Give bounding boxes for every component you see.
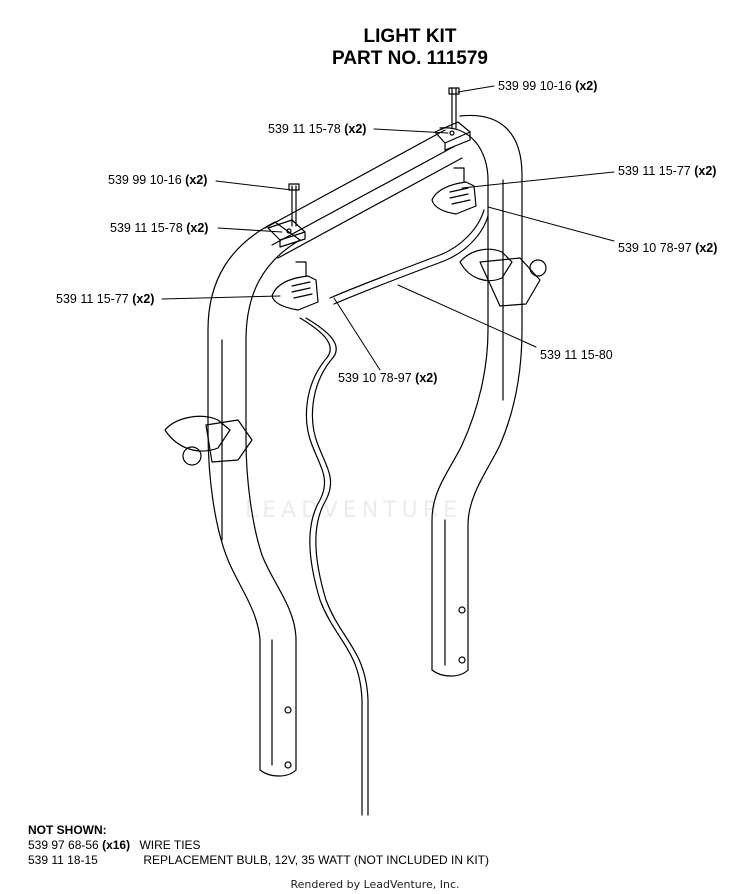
leader-lines — [161, 85, 615, 371]
upper-bracket — [434, 87, 471, 151]
callout-part-number: 539 11 15-78 — [110, 221, 183, 235]
callout-quantity: (x2) — [695, 241, 718, 255]
callout-quantity: (x2) — [575, 79, 598, 93]
callout-nut-right: 539 10 78-97 (x2) — [618, 241, 717, 255]
part-number-title: PART NO. 111579 — [332, 48, 488, 69]
callout-quantity: (x2) — [132, 292, 155, 306]
callout-bolt-upper: 539 99 10-16 (x2) — [498, 79, 597, 93]
callout-part-number: 539 99 10-16 — [498, 79, 572, 93]
part-number: 539 97 68-56 — [28, 838, 99, 852]
left-bracket — [267, 183, 306, 248]
callout-part-number: 539 11 15-77 — [618, 164, 691, 178]
right-lamp — [431, 167, 477, 215]
callout-part-number: 539 11 15-80 — [540, 348, 613, 362]
not-shown-part: 539 97 68-56 (x16) — [28, 838, 130, 853]
callout-bracket-left: 539 11 15-78 (x2) — [110, 221, 208, 235]
not-shown-item: 539 97 68-56 (x16) WIRE TIES — [28, 838, 489, 853]
callout-part-number: 539 99 10-16 — [108, 173, 182, 187]
callout-quantity: (x2) — [694, 164, 717, 178]
callout-part-number: 539 10 78-97 — [338, 371, 412, 385]
part-quantity: (x16) — [102, 838, 131, 852]
right-handle-tube — [431, 114, 523, 677]
part-number: 539 11 18-15 — [28, 853, 98, 867]
callout-part-number: 539 10 78-97 — [618, 241, 692, 255]
render-footer: Rendered by LeadVenture, Inc. — [290, 878, 460, 891]
callout-quantity: (x2) — [185, 173, 208, 187]
left-handle-tube — [207, 221, 301, 777]
callout-nut-left: 539 10 78-97 (x2) — [338, 371, 437, 385]
not-shown-heading: NOT SHOWN: — [28, 823, 107, 837]
callout-quantity: (x2) — [415, 371, 438, 385]
left-mount — [164, 415, 253, 466]
not-shown-item: 539 11 18-15 REPLACEMENT BULB, 12V, 35 W… — [28, 853, 489, 868]
left-lamp — [271, 261, 319, 311]
callout-lamp-left: 539 11 15-77 (x2) — [56, 292, 154, 306]
diagram-title: LIGHT KIT — [363, 26, 457, 47]
callout-quantity: (x2) — [344, 122, 367, 136]
not-shown-notes: NOT SHOWN: 539 97 68-56 (x16) WIRE TIES … — [28, 823, 489, 868]
callout-bolt-left: 539 99 10-16 (x2) — [108, 173, 207, 187]
callout-quantity: (x2) — [186, 221, 209, 235]
watermark-text: LEADVENTURE — [245, 498, 462, 523]
not-shown-desc: REPLACEMENT BULB, 12V, 35 WATT (NOT INCL… — [143, 853, 489, 867]
callout-part-number: 539 11 15-78 — [268, 122, 341, 136]
callout-bracket-upper: 539 11 15-78 (x2) — [268, 122, 366, 136]
callout-lamp-right: 539 11 15-77 (x2) — [618, 164, 716, 178]
cross-bar — [264, 129, 463, 259]
right-mount — [459, 248, 547, 307]
callout-wire-harness: 539 11 15-80 — [540, 348, 613, 362]
not-shown-part: 539 11 18-15 — [28, 853, 140, 868]
callout-part-number: 539 11 15-77 — [56, 292, 129, 306]
wire-harness — [299, 209, 489, 816]
not-shown-desc: WIRE TIES — [139, 838, 201, 852]
